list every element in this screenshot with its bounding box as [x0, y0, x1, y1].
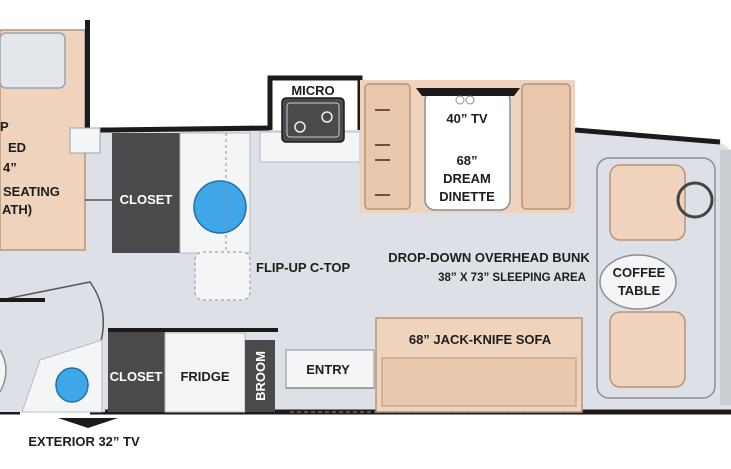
label-ext-tv: EXTERIOR 32” TV: [28, 434, 140, 449]
bath-sink-bottom: [55, 367, 89, 403]
dashboard: [720, 150, 731, 405]
coffee-table: [599, 254, 677, 310]
entry-step: [285, 349, 375, 389]
microwave-window: [286, 102, 340, 138]
label-bunk-1: DROP-DOWN OVERHEAD BUNK: [388, 250, 590, 265]
passenger-seat: [609, 311, 686, 388]
sofa-seat: [381, 357, 577, 407]
dinette-cupholder-2: [465, 95, 475, 105]
label-flip-up: FLIP-UP C-TOP: [256, 260, 350, 275]
label-entry: ENTRY: [306, 362, 350, 377]
microwave: [281, 97, 345, 143]
label-dinette-3: DINETTE: [439, 189, 495, 204]
label-micro: MICRO: [291, 83, 334, 98]
dinette-cupholder-1: [455, 95, 465, 105]
fridge: [164, 332, 246, 413]
flip-up-counter: [194, 251, 251, 301]
closet-top: [112, 133, 180, 253]
tv-40: [416, 88, 520, 96]
label-bed-5: ATH): [2, 202, 32, 217]
bath-wall: [0, 298, 45, 302]
dinette-seat-right: [521, 83, 571, 210]
driver-seat: [609, 164, 686, 241]
label-broom: BROOM: [253, 351, 268, 401]
label-bed-2: ED: [8, 140, 26, 155]
dinette-seat-left: [364, 83, 411, 210]
bed-pillow: [0, 32, 66, 89]
label-fridge: FRIDGE: [180, 369, 229, 384]
microwave-knob-2: [321, 111, 333, 123]
bath-sink: [193, 180, 247, 234]
label-closet-top: CLOSET: [120, 192, 173, 207]
cab-area: [596, 157, 716, 399]
bedroom-nightstand: [69, 127, 101, 154]
cabinet-top-wall: [108, 328, 278, 332]
label-tv40: 40” TV: [446, 111, 488, 126]
label-bed-3: 4”: [3, 160, 17, 175]
shower: [0, 349, 7, 393]
label-bed-4: SEATING: [3, 184, 60, 199]
label-closet-bottom: CLOSET: [110, 369, 163, 384]
dinette-seatbelts: [375, 109, 390, 196]
steering-wheel: [676, 181, 714, 219]
label-coffee-2: TABLE: [618, 283, 661, 298]
bedroom-wall: [85, 20, 90, 130]
label-bunk-2: 38” X 73” SLEEPING AREA: [438, 272, 586, 284]
label-dinette-2: DREAM: [443, 171, 491, 186]
closet-bottom: [108, 330, 165, 412]
bath-door-arc: [0, 281, 105, 346]
label-coffee-1: COFFEE: [613, 265, 666, 280]
label-bed-1: P: [0, 119, 9, 134]
microwave-knob-1: [294, 121, 306, 133]
label-dinette-1: 68”: [457, 153, 478, 168]
broom-closet: [245, 340, 275, 412]
label-sofa: 68” JACK-KNIFE SOFA: [409, 332, 552, 347]
exterior-tv-marker: [58, 418, 118, 428]
